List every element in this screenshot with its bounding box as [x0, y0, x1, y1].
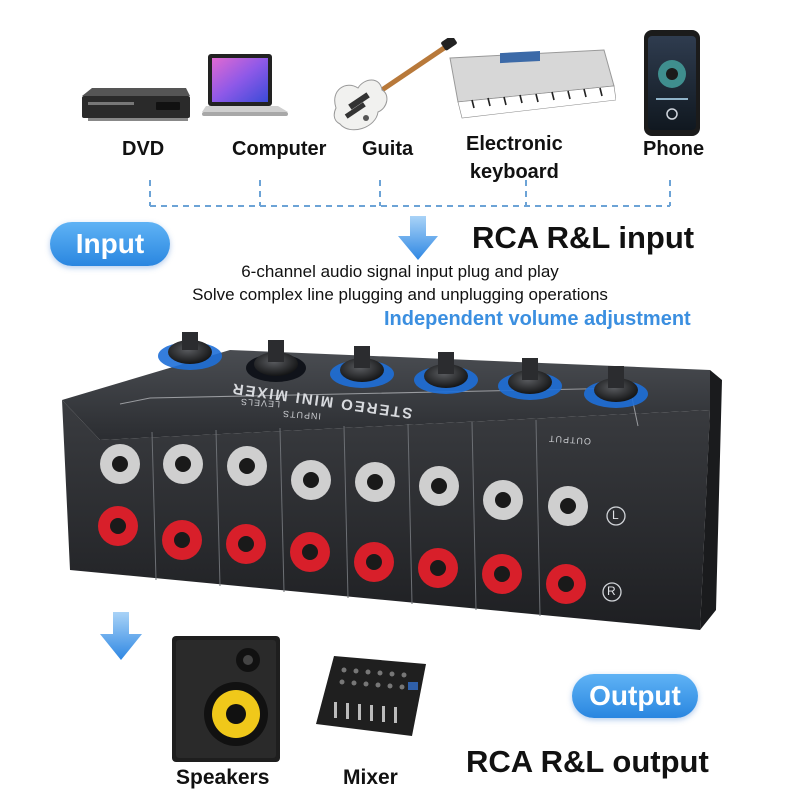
description-line-2: Solve complex line plugging and unpluggi…: [192, 285, 608, 304]
output-label-mixer: Mixer: [343, 766, 398, 789]
source-label-keyboard: Electronic keyboard: [466, 133, 563, 183]
source-connector-lines: [140, 178, 680, 238]
input-badge: Input: [50, 222, 170, 266]
channel-right-label: R: [607, 584, 616, 598]
source-label-guita: Guita: [362, 138, 414, 160]
input-heading: RCA R&L input: [472, 220, 695, 255]
stereo-mini-mixer-device: [40, 330, 760, 650]
source-label-dvd: DVD: [122, 138, 165, 160]
smartphone-icon: [642, 28, 704, 140]
description-line-1: 6-channel audio signal input plug and pl…: [241, 262, 559, 281]
mixing-console-icon: [314, 652, 432, 742]
channel-left-label: L: [612, 508, 619, 522]
input-down-arrow-icon: [394, 214, 442, 262]
output-heading: RCA R&L output: [466, 744, 709, 779]
output-down-arrow-icon: [96, 610, 146, 662]
source-label-computer: Computer: [232, 138, 327, 160]
keyboard-synth-icon: [444, 40, 617, 124]
speaker-icon: [170, 634, 282, 764]
electric-guitar-icon: [326, 35, 458, 138]
output-badge: Output: [572, 674, 698, 718]
independent-volume-text: Independent volume adjustment: [384, 308, 691, 330]
output-label-speakers: Speakers: [176, 766, 270, 789]
laptop-icon: [200, 50, 292, 130]
dvd-player-icon: [78, 80, 194, 130]
source-label-phone: Phone: [643, 138, 705, 160]
